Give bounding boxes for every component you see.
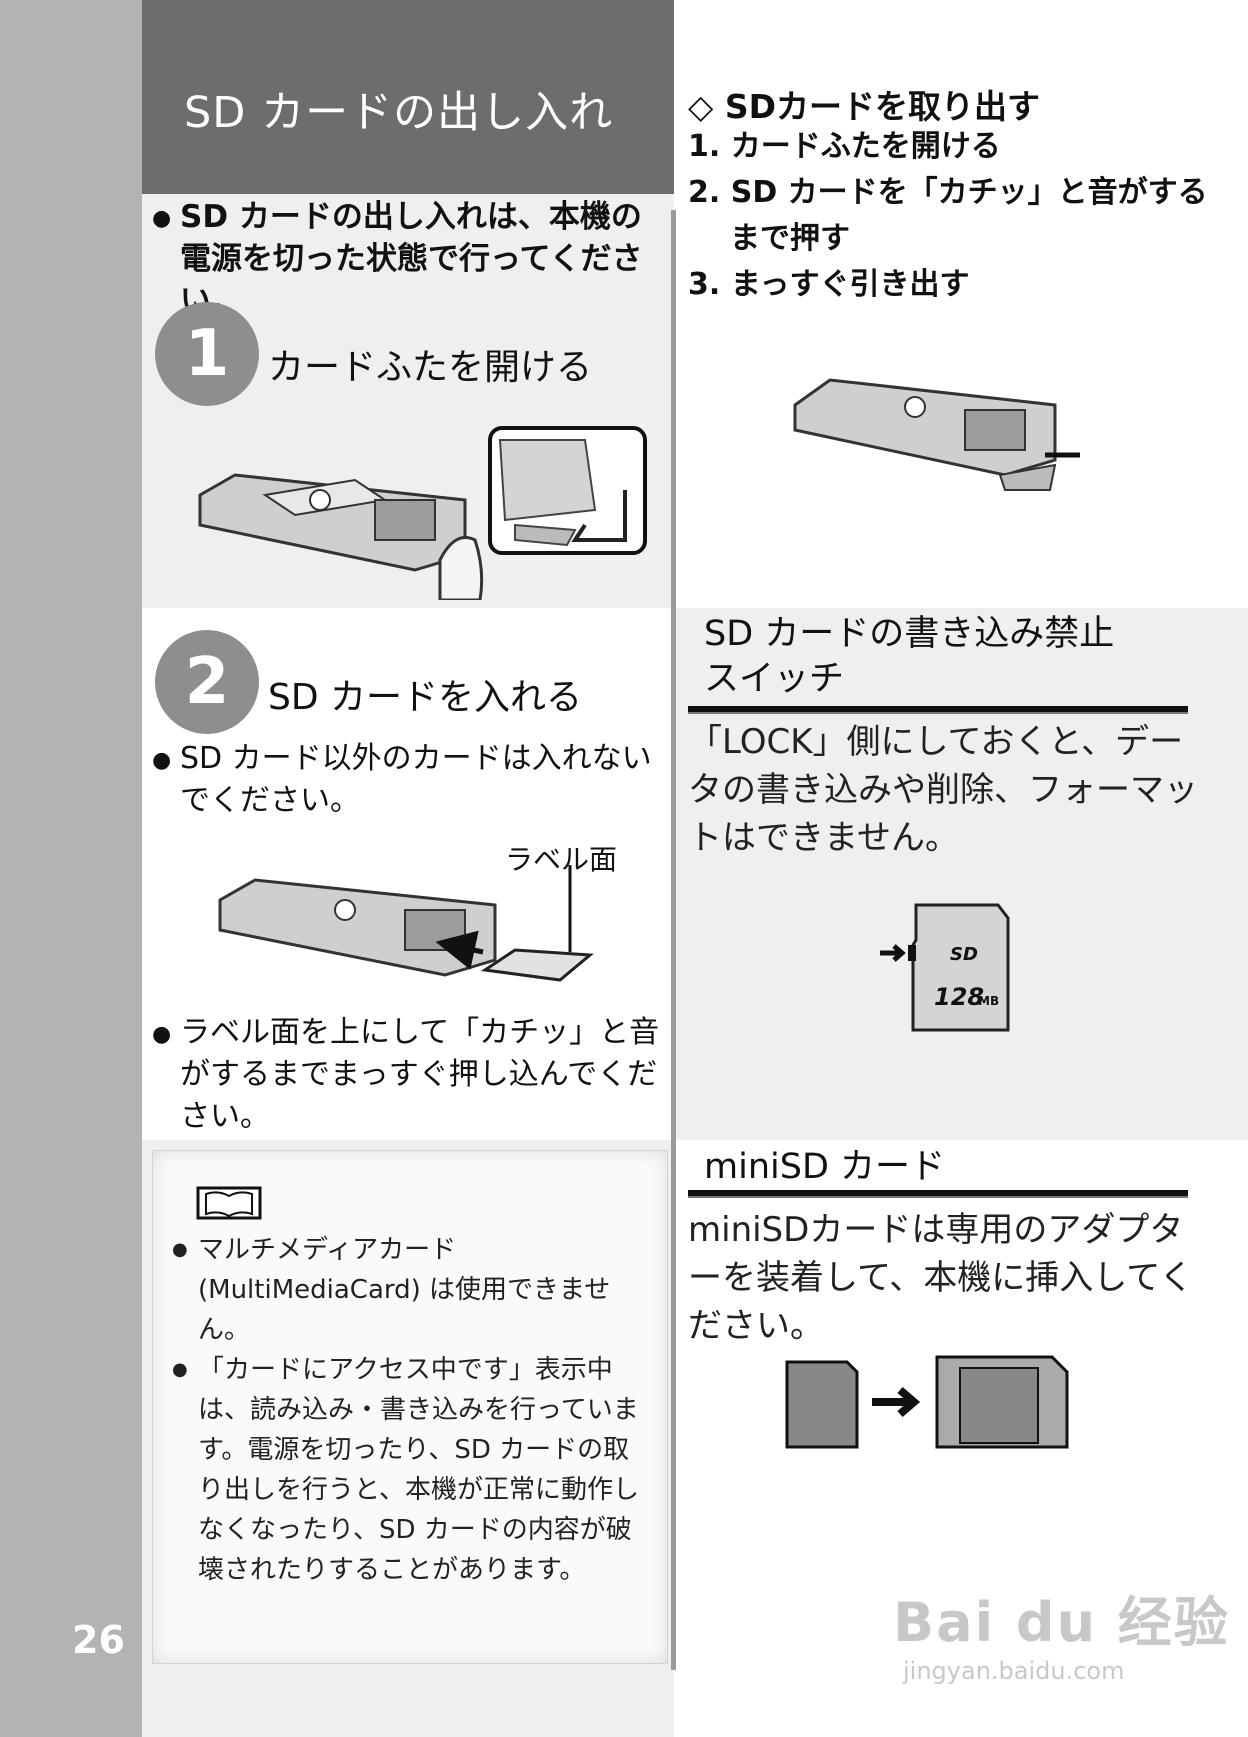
lid-closeup-inset bbox=[488, 426, 647, 555]
page-title: SD カードの出し入れ bbox=[184, 88, 614, 138]
note-box bbox=[152, 1150, 668, 1664]
device-insert-card-illustration bbox=[218, 865, 594, 982]
bullet-icon: ● bbox=[152, 748, 172, 773]
lock-section-title: SD カードの書き込み禁止 スイッチ bbox=[704, 612, 1114, 702]
sd-card-outline bbox=[911, 903, 1010, 1032]
lock-switch bbox=[908, 945, 916, 961]
device-button bbox=[334, 899, 356, 921]
memo-book-icon bbox=[196, 1186, 262, 1220]
page-header bbox=[142, 0, 674, 194]
bullet-icon: ● bbox=[172, 1359, 188, 1380]
device-button bbox=[904, 396, 926, 418]
column-divider bbox=[671, 210, 676, 1670]
step-number-1: 1 bbox=[155, 302, 259, 406]
minisd-adapter-illustration bbox=[785, 1355, 1069, 1449]
remove-step-3: 3. まっすぐ引き出す bbox=[688, 267, 970, 302]
page-number: 26 bbox=[72, 1618, 125, 1662]
device-open-lid-illustration bbox=[198, 426, 647, 600]
remove-section-title: ◇ SDカードを取り出す bbox=[688, 87, 1041, 126]
watermark-url: jingyan.baidu.com bbox=[903, 1657, 1125, 1685]
lid-shape bbox=[998, 463, 1057, 491]
minisd-card-shape bbox=[785, 1360, 859, 1449]
right-panel-lock bbox=[674, 608, 1248, 1140]
remove-steps: 1. カードふたを開ける 2. SD カードを「カチッ」と音がする まで押す 3… bbox=[688, 124, 1208, 308]
mini-body-text: miniSDカードは専用のアダプターを装着して、本機に挿入してください。 bbox=[688, 1210, 1194, 1346]
note-item-2-label: 「カードにアクセス中です」表示中は、読み込み・書き込みを行っています。電源を切っ… bbox=[198, 1355, 639, 1585]
insert-arrow-icon bbox=[435, 930, 484, 970]
sd-card-shape bbox=[480, 948, 594, 982]
device-screen bbox=[964, 409, 1026, 451]
note-item-2: ● 「カードにアクセス中です」表示中は、読み込み・書き込みを行っています。電源を… bbox=[172, 1350, 643, 1590]
intro-label: SD カードの出し入れは、本機の電源を切った状態で行ってください。 bbox=[180, 199, 643, 319]
sd-card-logo: SD bbox=[950, 944, 978, 965]
remove-step-2: 2. SD カードを「カチッ」と音がする bbox=[688, 175, 1208, 210]
sd-card-lock-illustration: SD 128 MB bbox=[880, 903, 1010, 1032]
lock-body-text: 「LOCK」側にしておくと、データの書き込みや削除、フォーマットはできません。 bbox=[688, 722, 1198, 858]
mini-section-title: miniSD カード bbox=[704, 1147, 946, 1187]
baidu-watermark: Bai du 经验 jingyan.baidu.com bbox=[893, 1578, 1230, 1685]
right-arrow-icon bbox=[872, 1386, 921, 1418]
label-side-tag: ラベル面 bbox=[505, 843, 618, 876]
step-2-note-1: ● SD カード以外のカードは入れないでください。 bbox=[152, 738, 670, 822]
watermark-brand: Bai du 经验 bbox=[893, 1591, 1230, 1654]
step-1-title: カードふたを開ける bbox=[268, 347, 593, 388]
step-2-note-1-label: SD カード以外のカードは入れないでください。 bbox=[180, 741, 652, 818]
device-remove-card-illustration bbox=[793, 378, 1080, 491]
lock-title-line-2: スイッチ bbox=[704, 659, 845, 699]
step-2-note-2: ● ラベル面を上にして「カチッ」と音がするまでまっすぐ押し込んでください。 bbox=[152, 1012, 670, 1138]
note-item-1: ● マルチメディアカード (MultiMediaCard) は使用できません。 bbox=[172, 1230, 643, 1350]
adapter-slot bbox=[959, 1367, 1039, 1444]
sd-card-unit: MB bbox=[978, 994, 999, 1008]
remove-step-2-cont: まで押す bbox=[730, 221, 850, 256]
lock-arrow-icon bbox=[880, 944, 906, 962]
device-body-shape bbox=[218, 878, 497, 977]
bullet-icon: ● bbox=[172, 1239, 188, 1260]
lock-title-line-1: SD カードの書き込み禁止 bbox=[704, 614, 1115, 654]
bullet-icon: ● bbox=[152, 206, 172, 231]
step-2-title: SD カードを入れる bbox=[268, 677, 583, 718]
device-body-shape bbox=[793, 378, 1057, 477]
side-strip bbox=[0, 0, 142, 1737]
mini-title-rule bbox=[688, 1190, 1188, 1198]
bullet-icon: ● bbox=[152, 1022, 172, 1047]
note-item-1-label: マルチメディアカード (MultiMediaCard) は使用できません。 bbox=[198, 1235, 611, 1345]
intro-text: ● SD カードの出し入れは、本機の電源を切った状態で行ってください。 bbox=[152, 196, 670, 322]
device-body bbox=[198, 473, 467, 572]
step-2-note-2-label: ラベル面を上にして「カチッ」と音がするまでまっすぐ押し込んでください。 bbox=[180, 1015, 660, 1134]
step-number-2: 2 bbox=[155, 630, 259, 734]
lock-title-rule bbox=[688, 706, 1188, 714]
finger-shape bbox=[438, 536, 484, 600]
sd-card-capacity: 128 bbox=[934, 983, 984, 1011]
remove-step-1: 1. カードふたを開ける bbox=[688, 129, 1001, 164]
